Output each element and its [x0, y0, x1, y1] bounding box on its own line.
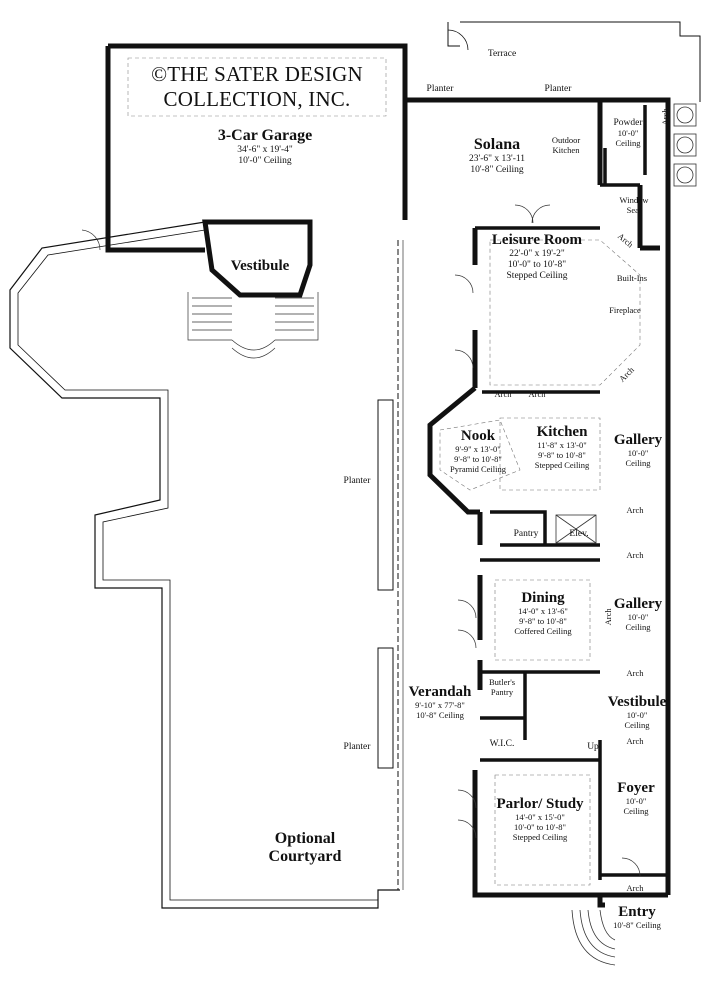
- planter-box-upper: [377, 399, 394, 591]
- arch-label: Arch: [528, 389, 546, 399]
- gallery-lower-label: Gallery 10'-0" Ceiling: [613, 596, 663, 633]
- planter-label-3: Planter: [343, 476, 371, 486]
- dining-label: Dining 14'-0" x 13'-6" 9'-8" to 10'-8" C…: [514, 590, 572, 636]
- window-seat-label: Window Seat: [619, 195, 649, 215]
- arch-label: Arch: [660, 108, 671, 126]
- arch-label: Arch: [603, 608, 614, 626]
- nook-label: Nook 9'-9" x 13'-0" 9'-8" to 10'-8" Pyra…: [450, 428, 506, 474]
- arch-label: Arch: [626, 883, 644, 893]
- leisure-room-label: Leisure Room 22'-0" x 19'-2" 10'-0" to 1…: [491, 232, 583, 282]
- arch-label: Arch: [494, 389, 512, 399]
- pantry-label: Pantry: [513, 529, 539, 539]
- gallery-upper-label: Gallery 10'-0" Ceiling: [613, 432, 663, 469]
- arch-label: Arch: [626, 505, 644, 515]
- copyright-line-1: ©THE SATER DESIGN: [151, 62, 363, 86]
- interior-walls: [475, 105, 668, 880]
- solana-label: Solana 23'-6" x 13'-11 10'-8" Ceiling: [468, 136, 526, 176]
- terrace-label: Terrace: [487, 49, 517, 59]
- verandah-label: Verandah 9'-10" x 77'-8" 10'-8" Ceiling: [408, 684, 472, 721]
- arch-label: Arch: [626, 668, 644, 678]
- planter-box-lower: [377, 647, 394, 769]
- parlor-study-label: Parlor/ Study 14'-0" x 15'-0" 10'-0" to …: [496, 796, 584, 842]
- planter-label-1: Planter: [426, 84, 454, 94]
- foyer-label: Foyer 10'-0" Ceiling: [617, 780, 655, 817]
- vestibule-octagon: [202, 219, 313, 298]
- courtyard-outline: [9, 221, 400, 909]
- courtyard-outline-inner: [17, 229, 378, 901]
- planter-label-2: Planter: [544, 84, 572, 94]
- wic-label: W.I.C.: [489, 739, 515, 749]
- vestibule-main-label: Vestibule 10'-0" Ceiling: [607, 694, 667, 731]
- planter-label-4: Planter: [343, 742, 371, 752]
- entry-label: Entry 10'-8" Ceiling: [613, 904, 661, 931]
- kitchen-label: Kitchen 11'-8" x 13'-0" 9'-8" to 10'-8" …: [534, 424, 590, 470]
- up-label: Up: [587, 742, 599, 752]
- elev-label: Elev.: [569, 529, 589, 539]
- copyright-line-2: COLLECTION, INC.: [163, 87, 351, 112]
- vestibule-garage-label: Vestibule: [230, 258, 290, 274]
- optional-courtyard-label: Optional Courtyard: [268, 830, 342, 866]
- arch-label: Arch: [626, 736, 644, 746]
- house-walls: [402, 97, 671, 908]
- arch-label: Arch: [626, 550, 644, 560]
- butlers-pantry-label: Butler's Pantry: [488, 677, 516, 697]
- copyright-notice: ©THE SATER DESIGN COLLECTION, INC.: [128, 62, 386, 112]
- builtins-label: Built-Ins: [616, 273, 648, 283]
- outdoor-kitchen-label: Outdoor Kitchen: [551, 135, 581, 155]
- ac-units: [673, 103, 697, 187]
- fireplace-label: Fireplace: [609, 305, 641, 315]
- powder-label: Powder 10'-0" Ceiling: [613, 118, 643, 148]
- terrace-door-arc: [447, 29, 469, 51]
- garage-label: 3-Car Garage 34'-6" x 19'-4" 10'-0" Ceil…: [217, 127, 313, 167]
